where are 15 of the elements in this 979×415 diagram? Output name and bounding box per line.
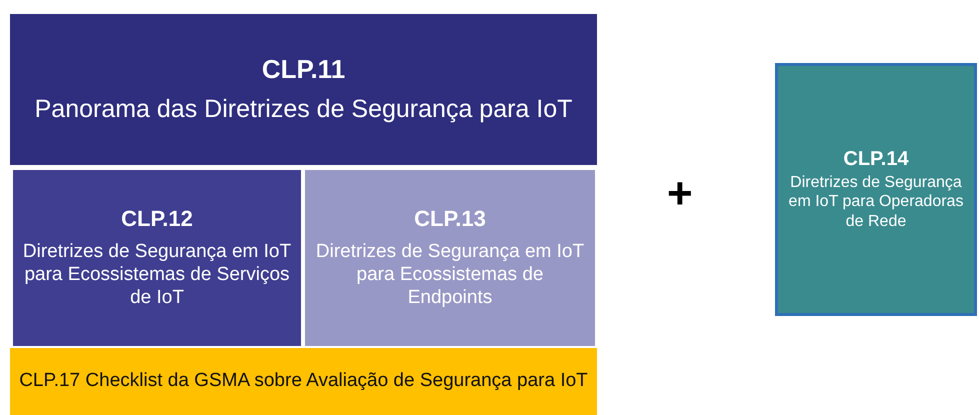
guideline-panel xyxy=(305,170,595,346)
panel-text: Diretrizes de Segurança em IoT para Ecossistemas de Endpoints xyxy=(314,241,586,310)
panel-title: CLP.12 xyxy=(121,206,193,232)
guideline-panel xyxy=(13,170,301,346)
checklist-bar xyxy=(10,348,597,415)
overview-panel xyxy=(10,14,597,165)
panel-title: CLP.14 xyxy=(843,148,909,172)
panel-title: CLP.13 xyxy=(414,206,486,232)
plus-sign: + xyxy=(667,172,693,216)
panel-text: Diretrizes de Segurança em IoT para Operadoras de Rede xyxy=(788,173,964,231)
panel-text: Panorama das Diretrizes de Segurança para IoT xyxy=(34,94,572,124)
panel-text: Diretrizes de Segurança em IoT para Ecossistemas de Serviços de IoT xyxy=(22,241,292,310)
guideline-panel xyxy=(775,63,977,316)
panel-title: CLP.11 xyxy=(262,54,346,84)
panel-text: CLP.17 Checklist da GSMA sobre Avaliação de Segurança para IoT xyxy=(19,370,588,393)
